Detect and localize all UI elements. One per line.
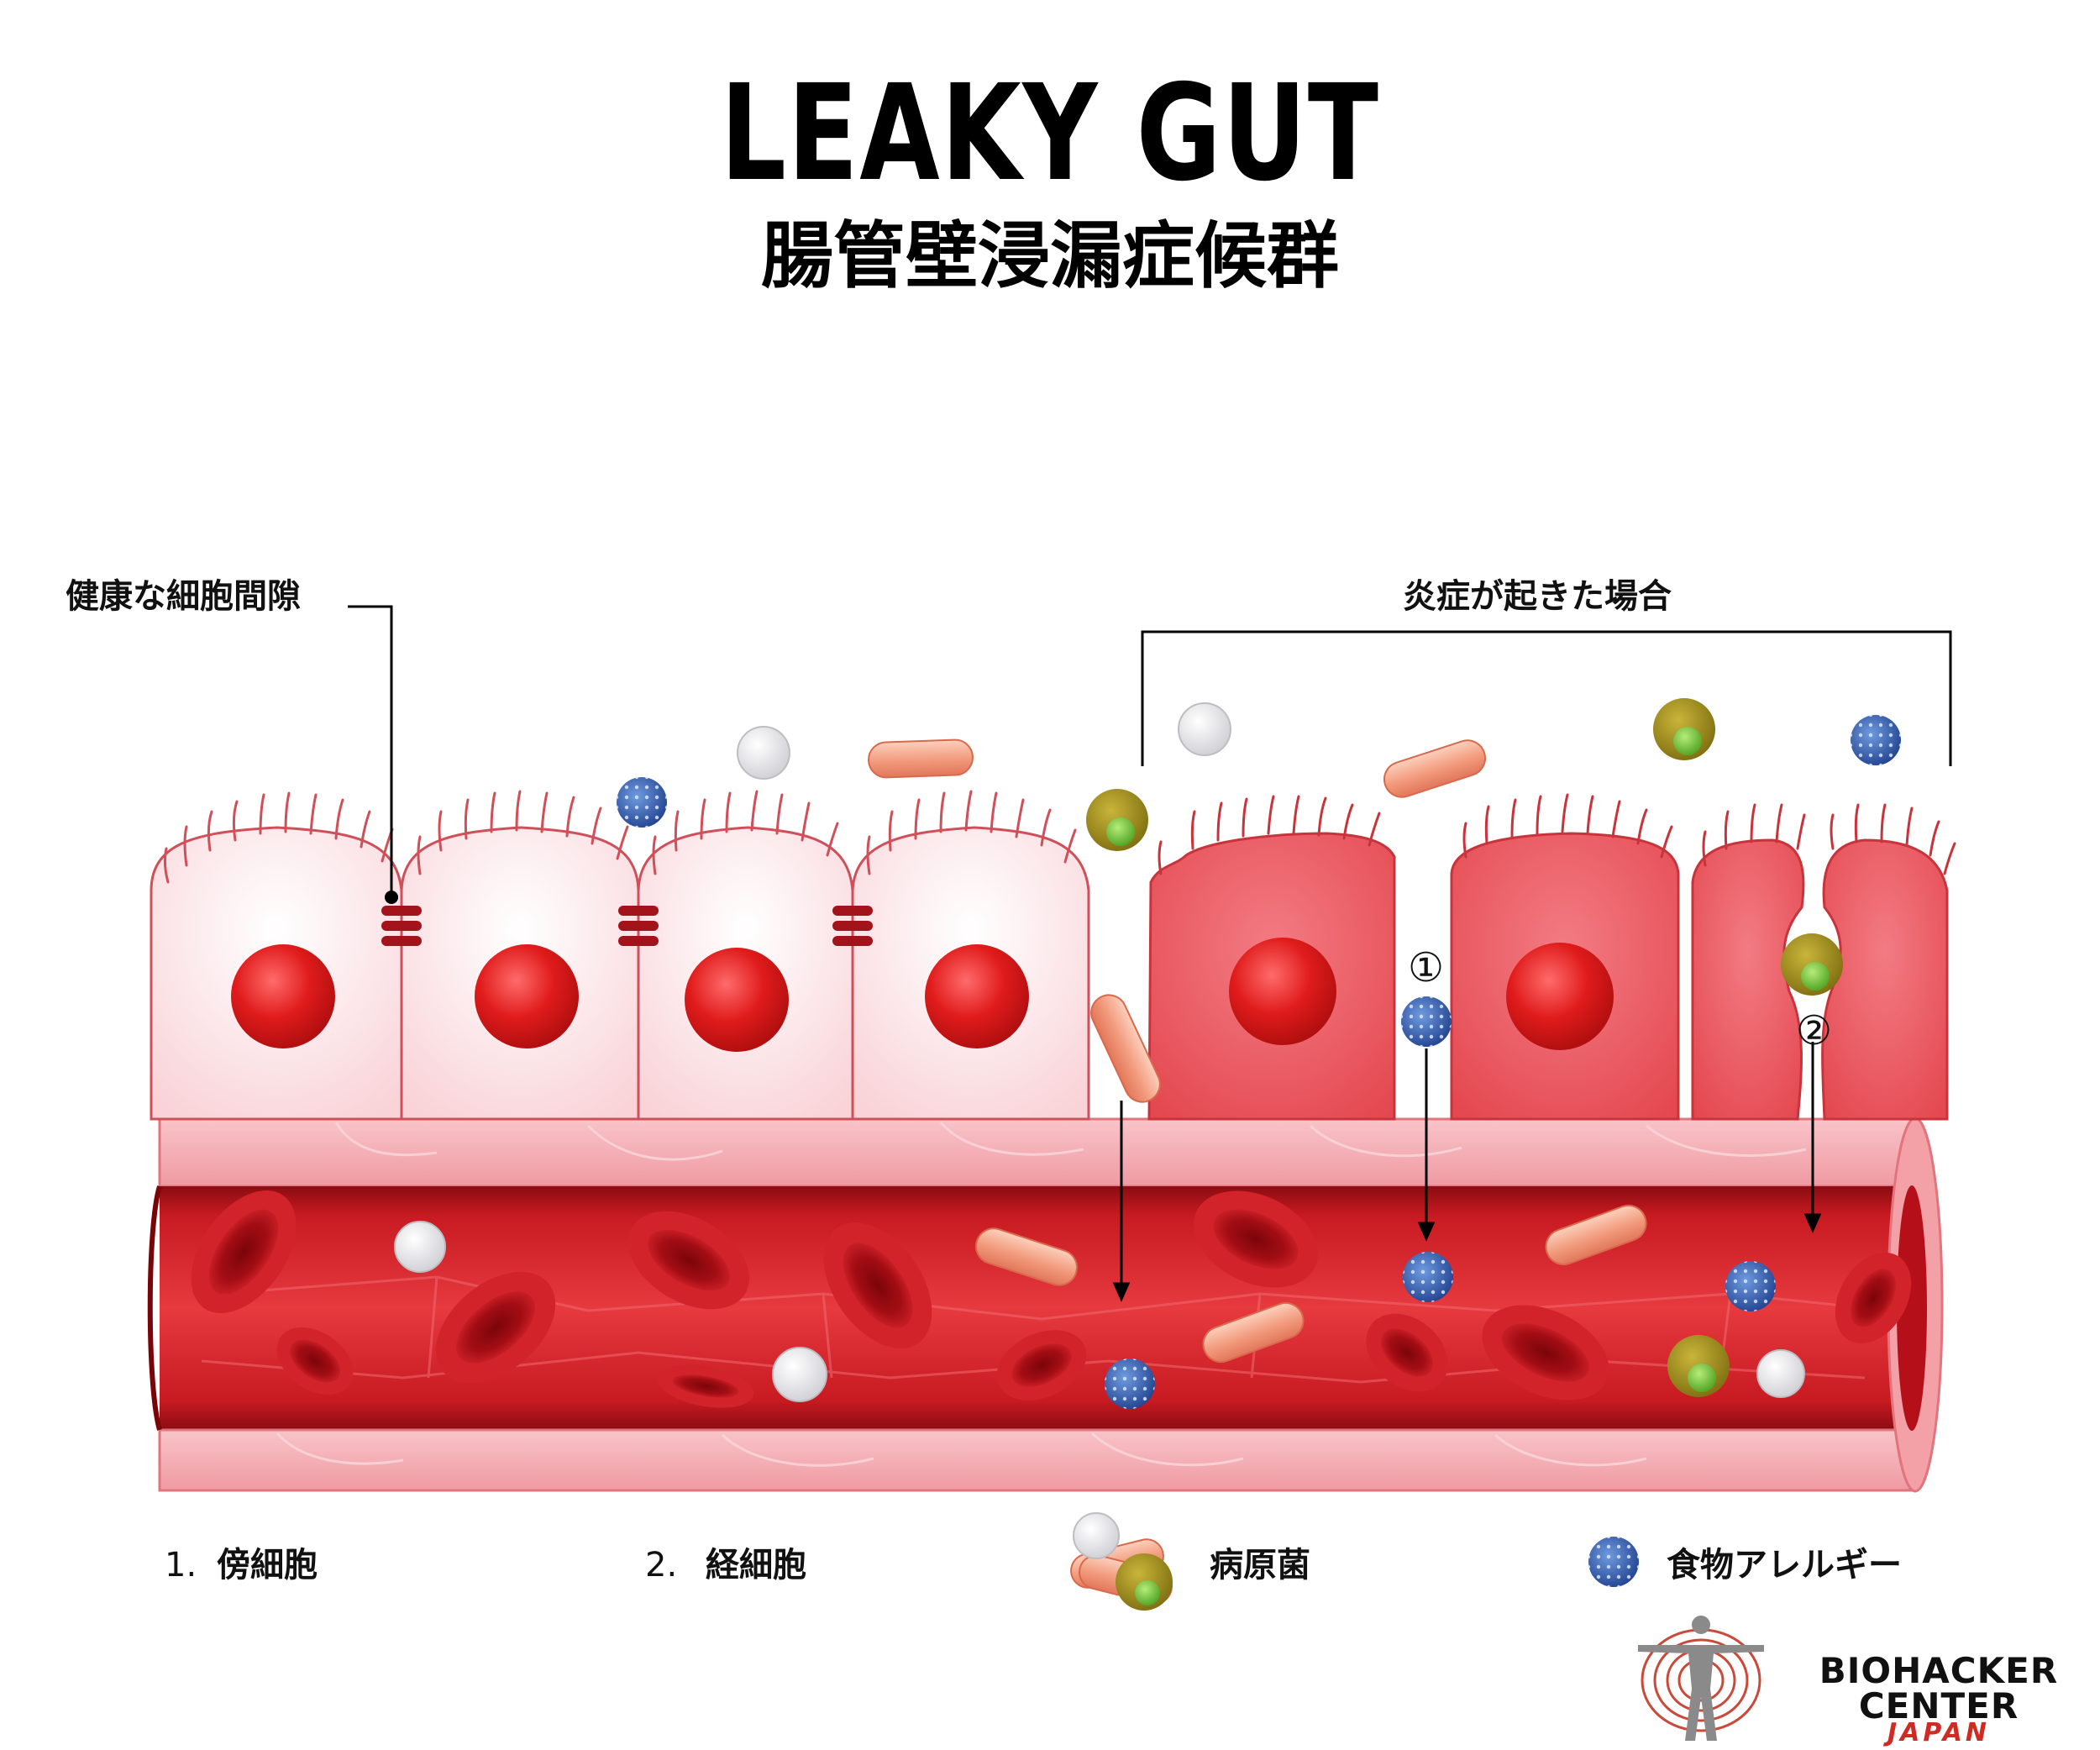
red-blood-cell [191,1190,297,1314]
inflamed-cell-2 [1450,832,1680,1121]
pathogen [1086,789,1148,851]
white-particle [394,1221,446,1273]
red-blood-cell [996,1330,1087,1401]
entry-arrows [1112,1042,1822,1302]
food-allergen [1851,715,1901,765]
red-blood-cell [1482,1305,1609,1401]
white-particle [737,726,790,780]
bacterium [1545,1204,1647,1266]
healthy-cell-1 [150,826,403,1121]
white-particle [1178,702,1231,756]
legend-2-number: 2. [645,1546,678,1584]
food-allergen [1105,1358,1155,1409]
red-blood-cell [276,1327,354,1395]
healthy-junction-label: 健康な細胞間隙 [66,577,301,616]
tight-junction [381,906,422,946]
logo-line-center: CENTER [1858,1685,2019,1726]
red-blood-cells [191,1190,1912,1408]
particles [394,698,1901,1409]
food-allergen [1403,1252,1453,1302]
pathogen-cluster-icon [1070,1512,1173,1611]
bacterium [1202,1301,1305,1364]
inflamed-label: 炎症が起きた場合 [1403,577,1672,616]
tight-junctions [381,906,873,946]
inflamed-cell-3-right [1821,838,1949,1121]
logo-wordmark: BIOHACKER CENTER JAPAN [1788,1653,2090,1746]
annotation-lines [348,605,1952,897]
food-allergen [1401,996,1452,1047]
healthy-junction-leader [348,605,393,897]
pathogen [1667,1335,1730,1397]
healthy-cell-3 [637,826,854,1121]
legend-transcellular: 経細胞 [706,1546,806,1584]
logo-line-biohacker: BIOHACKER [1819,1650,2059,1691]
legend-paracellular: 傍細胞 [217,1546,318,1584]
food-allergen [617,777,667,828]
pathogen [1653,698,1715,760]
food-allergen-icon [1588,1537,1639,1587]
transcellular-marker: ② [1796,1007,1833,1054]
red-blood-cell [1835,1252,1912,1344]
logo-line-japan: JAPAN [1887,1718,1990,1747]
vessel-bottom-wall [158,1428,1917,1492]
red-blood-cell [657,1364,754,1408]
paracellular-marker: ① [1408,944,1445,991]
white-particle [772,1347,827,1402]
tight-junction [618,906,659,946]
title-japanese: 腸管壁浸漏症候群 [761,214,1339,298]
inflamed-cell-1 [1147,832,1396,1121]
bacterium [1090,994,1161,1103]
legend-pathogen: 病原菌 [1210,1546,1310,1584]
red-blood-cell [823,1222,932,1348]
bacterium [1383,739,1486,798]
bacterium [868,738,974,779]
red-blood-cell [435,1271,556,1384]
bacterium [975,1227,1078,1286]
title-english: LEAKY GUT [720,56,1380,211]
inflamed-bracket [1141,630,1952,766]
legend-food-allergy: 食物アレルギー [1667,1546,1902,1584]
food-allergen [1725,1261,1776,1311]
white-particle [1756,1349,1805,1398]
pathogen [1781,933,1843,996]
tight-junction [832,906,873,946]
red-blood-cell [627,1211,750,1310]
red-blood-cell [1193,1190,1319,1288]
blood-vessel [147,1117,1944,1493]
legend-1-number: 1. [165,1546,197,1584]
epithelial-layer [150,790,1956,1121]
healthy-cell-4 [851,826,1090,1121]
healthy-cell-2 [400,826,640,1121]
inflamed-cell-3-left [1691,838,1805,1121]
red-blood-cell [1366,1313,1448,1392]
biohacker-logo-icon [1638,1616,1764,1741]
